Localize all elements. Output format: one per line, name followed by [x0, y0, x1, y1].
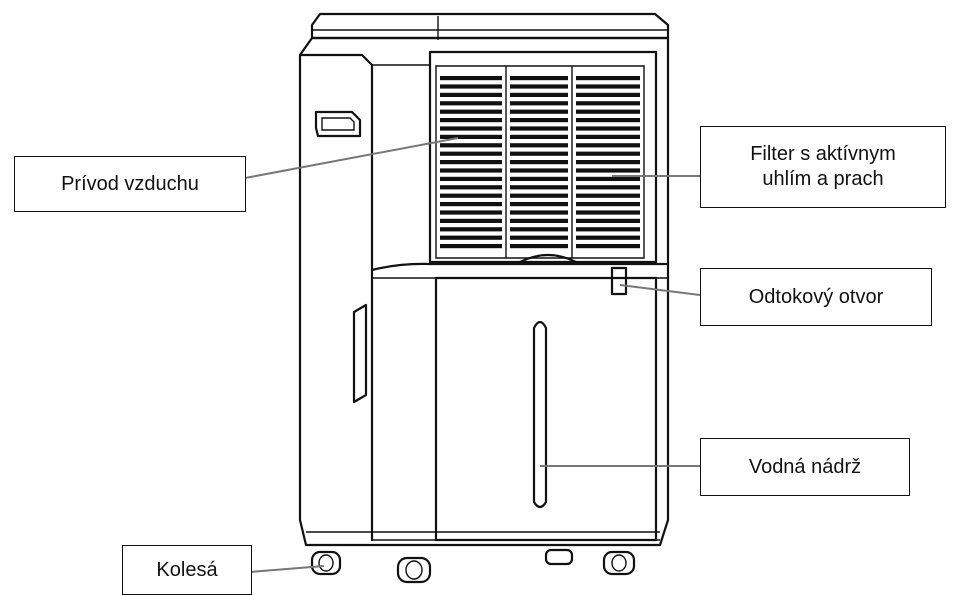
grille-slat	[510, 143, 568, 148]
label-tank: Vodná nádrž	[700, 438, 910, 496]
grille-slat	[510, 126, 568, 131]
grille-slat	[510, 118, 568, 123]
grille-slat	[440, 227, 502, 232]
grille-slat	[510, 176, 568, 181]
grille-slat	[576, 92, 640, 97]
wheel-icon	[602, 550, 636, 576]
side-grip	[352, 303, 368, 404]
grille-slat	[576, 168, 640, 173]
filter-frame	[428, 50, 658, 264]
grille-slat	[440, 210, 502, 215]
grille-slat	[440, 235, 502, 240]
grille-slat	[440, 193, 502, 198]
grille-slat	[510, 244, 568, 249]
grille-slat	[576, 193, 640, 198]
grille-slat	[510, 168, 568, 173]
grille-slat	[510, 84, 568, 89]
grille-slat	[576, 151, 640, 156]
grille-slat	[440, 176, 502, 181]
body-outline	[298, 36, 670, 547]
grille-slat	[440, 84, 502, 89]
grille-slat	[440, 92, 502, 97]
grille-slat	[510, 202, 568, 207]
grille-slat	[510, 235, 568, 240]
grille-slat	[440, 168, 502, 173]
grille-slat	[510, 151, 568, 156]
grille-slat	[440, 118, 502, 123]
grille-slat	[510, 218, 568, 223]
grille-slat	[510, 134, 568, 139]
leader-wheels	[249, 565, 325, 573]
grille-slat	[510, 76, 568, 81]
grille-slat	[576, 134, 640, 139]
leader-air-intake	[244, 137, 459, 179]
wheel-icon	[396, 556, 432, 584]
drain-outlet	[610, 266, 628, 296]
grille-slat	[576, 176, 640, 181]
grille-slat	[440, 160, 502, 165]
leader-drain	[619, 284, 701, 296]
grille-slat	[440, 202, 502, 207]
side-face	[298, 53, 374, 542]
grille-slat	[576, 227, 640, 232]
grille-slat	[576, 160, 640, 165]
grille-slat	[576, 235, 640, 240]
label-wheels: Kolesá	[122, 545, 252, 595]
grille-slat	[576, 202, 640, 207]
grille-slat	[440, 109, 502, 114]
label-air-intake: Prívod vzduchu	[14, 156, 246, 212]
grille-lines	[440, 76, 640, 249]
grille-slat	[576, 76, 640, 81]
grille-slat	[576, 218, 640, 223]
grille-slat	[576, 143, 640, 148]
grille-slat	[576, 109, 640, 114]
grille-slat	[576, 210, 640, 215]
grille-slat	[440, 76, 502, 81]
grille-slat	[576, 118, 640, 123]
grille-slat	[440, 134, 502, 139]
grille-slat	[510, 227, 568, 232]
wheel-icon	[310, 550, 342, 576]
top-lid	[310, 12, 670, 40]
grille-slat	[510, 193, 568, 198]
grille-slat	[576, 101, 640, 106]
label-filter: Filter s aktívnym uhlím a prach	[700, 126, 946, 208]
grille-slat	[440, 185, 502, 190]
grille-slat	[510, 210, 568, 215]
grille-slat	[440, 151, 502, 156]
label-drain: Odtokový otvor	[700, 268, 932, 326]
grille-slat	[440, 218, 502, 223]
grille-slat	[510, 92, 568, 97]
grille-slat	[440, 126, 502, 131]
side-handle	[314, 110, 362, 138]
grille-slat	[510, 160, 568, 165]
grille-slat	[440, 101, 502, 106]
grille-slat	[510, 185, 568, 190]
grille-slat	[510, 101, 568, 106]
grille-slat	[576, 185, 640, 190]
grille-slat	[440, 244, 502, 249]
grille-slat	[576, 244, 640, 249]
grille-slat	[510, 109, 568, 114]
grille-slat	[576, 84, 640, 89]
grille-slat	[576, 126, 640, 131]
wheel-icon	[544, 548, 574, 566]
grille-slat	[440, 143, 502, 148]
band	[370, 262, 670, 272]
water-level-window	[532, 320, 548, 509]
